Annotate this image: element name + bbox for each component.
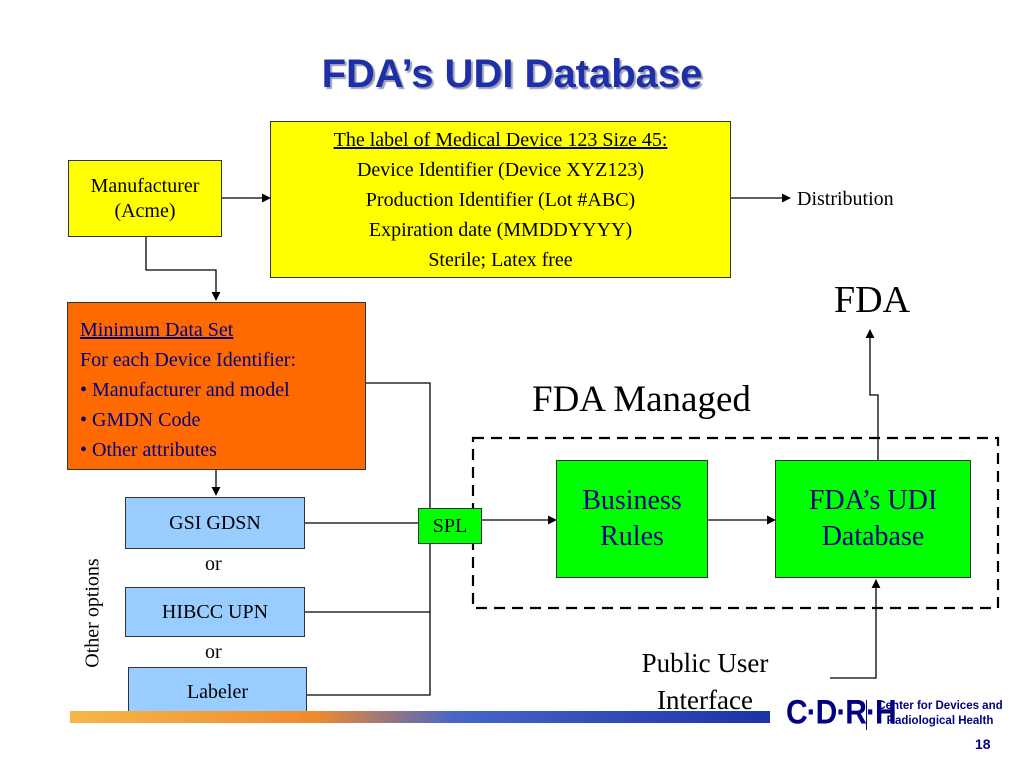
data-set-bullet: • GMDN Code xyxy=(80,409,201,431)
cdrh-logo-line1: Center for Devices and xyxy=(877,700,1003,712)
manufacturer-box: Manufacturer (Acme) xyxy=(68,160,222,237)
hibcc-upn-label: HIBCC UPN xyxy=(161,600,269,623)
gsi-gdsn-box: GSI GDSN xyxy=(125,497,305,549)
business-rules-label-line2: Rules xyxy=(600,521,664,552)
expiration-date-line: Expiration date (MMDDYYYY) xyxy=(368,218,633,241)
fda-label: FDA xyxy=(834,279,911,321)
hibcc-upn-box: HIBCC UPN xyxy=(125,587,305,637)
udi-database-box: FDA’s UDI Database xyxy=(775,460,971,578)
manufacturer-name: (Acme) xyxy=(114,199,176,222)
footer-gradient-bar xyxy=(70,711,770,723)
production-identifier-line: Production Identifier (Lot #ABC) xyxy=(365,188,636,211)
manufacturer-label: Manufacturer xyxy=(90,174,200,197)
page-number: 18 xyxy=(975,736,991,752)
public-user-interface-label: Public User Interface xyxy=(610,645,800,719)
fda-managed-label: FDA Managed xyxy=(532,379,751,420)
or-label: or xyxy=(205,553,222,575)
cdrh-logo-text: Center for Devices and Radiological Heal… xyxy=(870,699,1010,729)
arrow-database-to-fda xyxy=(865,329,879,460)
spl-label: SPL xyxy=(432,514,468,537)
data-set-bullet: • Manufacturer and model xyxy=(80,379,290,401)
device-label-box: The label of Medical Device 123 Size 45:… xyxy=(270,121,731,278)
labeler-label: Labeler xyxy=(186,680,249,703)
gsi-gdsn-label: GSI GDSN xyxy=(169,511,261,534)
data-set-bullet: • Other attributes xyxy=(80,439,217,461)
spl-box: SPL xyxy=(418,508,482,544)
cdrh-logo: C·D·R·H xyxy=(786,693,897,732)
minimum-data-set-box: Minimum Data Set For each Device Identif… xyxy=(67,302,366,470)
device-identifier-line: Device Identifier (Device XYZ123) xyxy=(356,158,645,181)
public-user-interface-line1: Public User xyxy=(641,648,769,678)
cdrh-logo-line2: Radiological Health xyxy=(886,715,994,727)
minimum-data-set-heading: Minimum Data Set xyxy=(80,319,234,341)
business-rules-label-line1: Business xyxy=(582,485,682,516)
sterile-line: Sterile; Latex free xyxy=(428,248,573,271)
page-title: FDA’s UDI Database xyxy=(321,52,703,96)
data-set-line: For each Device Identifier: xyxy=(80,349,297,371)
distribution-label: Distribution xyxy=(797,188,894,210)
arrow-public-to-database xyxy=(830,579,881,679)
or-label: or xyxy=(205,641,222,663)
other-options-label: Other options xyxy=(81,558,104,668)
logo-divider xyxy=(866,700,867,730)
device-label-heading: The label of Medical Device 123 Size 45: xyxy=(333,128,668,151)
business-rules-box: Business Rules xyxy=(556,460,708,578)
udi-database-label-line2: Database xyxy=(821,521,925,552)
public-user-interface-line2: Interface xyxy=(657,685,753,715)
arrow-manufacturer-to-dataset xyxy=(145,237,221,301)
labeler-box: Labeler xyxy=(128,667,307,717)
udi-database-label-line1: FDA’s UDI xyxy=(808,485,938,516)
